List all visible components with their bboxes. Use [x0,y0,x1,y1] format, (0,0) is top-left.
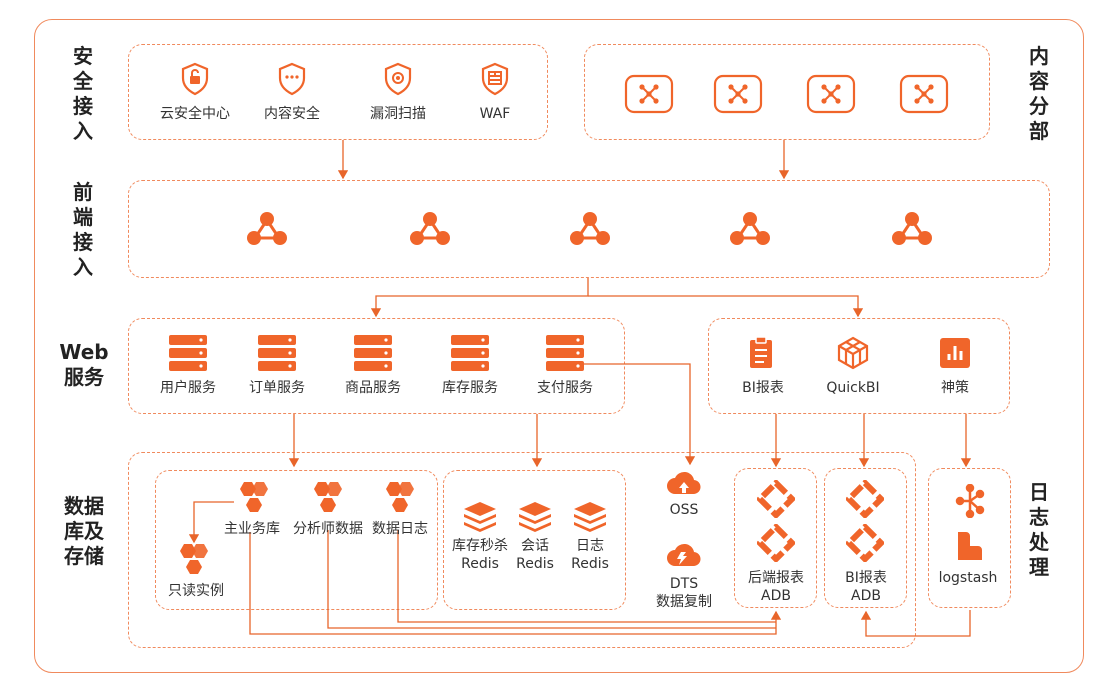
rds-logs-label: 数据日志 [372,521,428,537]
bi-label-1: QuickBI [826,380,880,396]
redis-sublabel-0: Redis [461,556,499,572]
server-icon [258,335,296,371]
security-label-2: 漏洞扫描 [370,106,426,122]
rds-analyst-label: 分析师数据 [293,521,363,537]
log-box [928,468,1011,608]
dts-icon [667,543,701,567]
dts-sublabel: 数据复制 [656,594,712,610]
redis-label-0: 库存秒杀 [452,538,508,554]
web-service-label-4: 支付服务 [537,380,593,396]
web-service-label-0: 用户服务 [160,380,216,396]
adb-2-sublabel: ADB [851,588,881,604]
redis-sublabel-1: Redis [516,556,554,572]
section-content-distribution: 内容分部 [1029,44,1049,143]
bi-label-2: 神策 [941,380,969,396]
security-box [128,44,548,140]
rds-logs-icon [386,482,414,512]
logstash-label: logstash [938,570,998,586]
server-icon [546,335,584,371]
kibana-node-icon [955,484,985,518]
slb-node-icon [247,212,287,245]
section-db-storage: 数据库及存储 [64,494,104,568]
adb-2-icon-top [846,480,884,518]
rds-analyst-icon [314,482,342,512]
section-log-processing: 日志处理 [1029,480,1049,579]
adb-2-label: BI报表 [845,570,887,586]
rds-box [155,470,438,610]
redis-icon [464,502,496,532]
server-icon [354,335,392,371]
shield-scan-icon [384,62,412,96]
redis-icon [574,502,606,532]
shield-firewall-icon [481,62,509,96]
web-services-box [128,318,625,414]
cdn-box [584,44,990,140]
cdn-node-icon [806,74,856,114]
slb-node-icon [730,212,770,245]
adb-box-1 [734,468,817,608]
adb-1-icon-top [757,480,795,518]
security-label-1: 内容安全 [264,106,320,122]
cdn-node-icon [899,74,949,114]
web-service-label-2: 商品服务 [345,380,401,396]
slb-node-icon [410,212,450,245]
storage-box [128,452,916,648]
web-service-label-3: 库存服务 [442,380,498,396]
redis-icon [519,502,551,532]
bar-chart-icon [940,338,970,368]
rds-main-label: 主业务库 [224,521,280,537]
server-icon [451,335,489,371]
redis-label-2: 日志 [576,538,604,554]
slb-node-icon [570,212,610,245]
cdn-node-icon [713,74,763,114]
report-icon [750,336,772,368]
redis-label-1: 会话 [521,538,549,554]
logstash-icon [958,532,982,560]
oss-icon [667,471,701,495]
adb-2-icon-bottom [846,524,884,562]
cdn-node-icon [624,74,674,114]
adb-1-icon-bottom [757,524,795,562]
dts-label: DTS [669,576,699,592]
adb-1-sublabel: ADB [761,588,791,604]
server-icon [169,335,207,371]
frontend-box [128,180,1050,278]
redis-sublabel-2: Redis [571,556,609,572]
web-service-label-1: 订单服务 [249,380,305,396]
shield-dots-icon [278,62,306,96]
architecture-frame [34,19,1084,673]
section-security-access: 安全接入 [73,44,93,143]
section-frontend-access: 前端接入 [73,180,93,279]
oss-label: OSS [669,502,699,518]
slb-node-icon [892,212,932,245]
security-label-0: 云安全中心 [160,106,230,122]
cube-icon [837,336,869,370]
bi-box [708,318,1010,414]
rds-main-icon [240,482,268,512]
redis-box [443,470,626,610]
rds-readonly-label: 只读实例 [168,583,224,599]
rds-readonly-icon [180,544,208,574]
adb-1-label: 后端报表 [748,570,804,586]
security-label-3: WAF [479,106,511,122]
shield-lock-icon [181,62,209,96]
adb-box-2 [824,468,907,608]
bi-label-0: BI报表 [742,380,784,396]
